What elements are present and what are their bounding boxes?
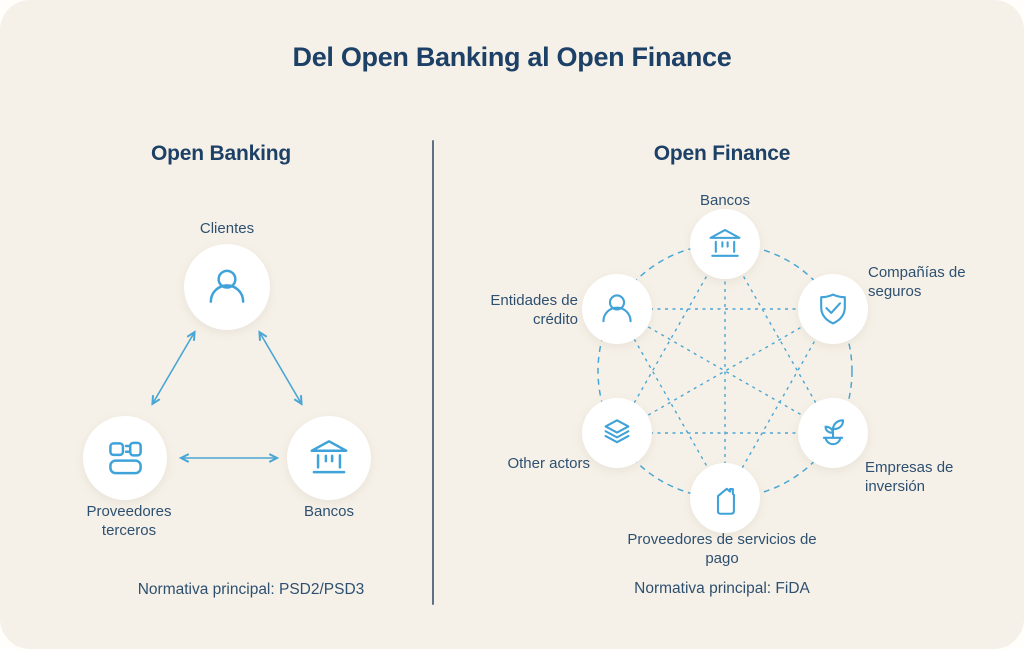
node-bancos-ob	[287, 416, 371, 500]
arrow-clientes-proveedores	[153, 333, 194, 403]
page-title: Del Open Banking al Open Finance	[292, 42, 732, 72]
node-other-actors	[582, 398, 652, 468]
bank-icon	[709, 228, 741, 257]
network-chords	[616, 243, 834, 499]
node-companias-seguros	[798, 274, 868, 344]
layers-icon	[604, 419, 630, 444]
node-bancos-of	[690, 209, 760, 279]
arrow-clientes-bancos	[260, 333, 301, 403]
shield-check-icon	[820, 293, 846, 325]
node-label-companias-seguros: Compañías de seguros	[868, 264, 966, 300]
node-proveedores-pago	[690, 463, 760, 533]
open-finance-heading: Open Finance	[653, 142, 791, 165]
node-label-bancos-ob: Bancos	[303, 503, 355, 520]
providers-icon	[109, 441, 142, 475]
person-icon	[209, 269, 245, 303]
house-icon	[716, 487, 735, 515]
node-label-other-actors: Other actors	[507, 455, 590, 472]
open-banking-heading: Open Banking	[151, 142, 291, 165]
open-finance-normativa: Normativa principal: FiDA	[634, 580, 810, 597]
node-clientes	[184, 244, 270, 330]
node-proveedores-terceros	[83, 416, 167, 500]
node-label-bancos-of: Bancos	[699, 192, 751, 209]
node-label-entidades-credito: Entidades de crédito	[490, 292, 578, 328]
node-label-proveedores-terceros: Proveedores terceros	[86, 503, 172, 539]
section-divider	[432, 140, 434, 605]
node-label-proveedores-pago: Proveedores de servicios de pago	[627, 531, 817, 567]
node-label-clientes: Clientes	[199, 220, 255, 237]
open-banking-normativa: Normativa principal: PSD2/PSD3	[137, 581, 365, 598]
node-label-empresas-inversion: Empresas de inversión	[865, 459, 954, 495]
node-entidades-credito	[582, 274, 652, 344]
person-icon	[602, 294, 632, 323]
bank-icon	[310, 440, 348, 474]
plant-icon	[822, 419, 845, 446]
node-empresas-inversion	[798, 398, 868, 468]
